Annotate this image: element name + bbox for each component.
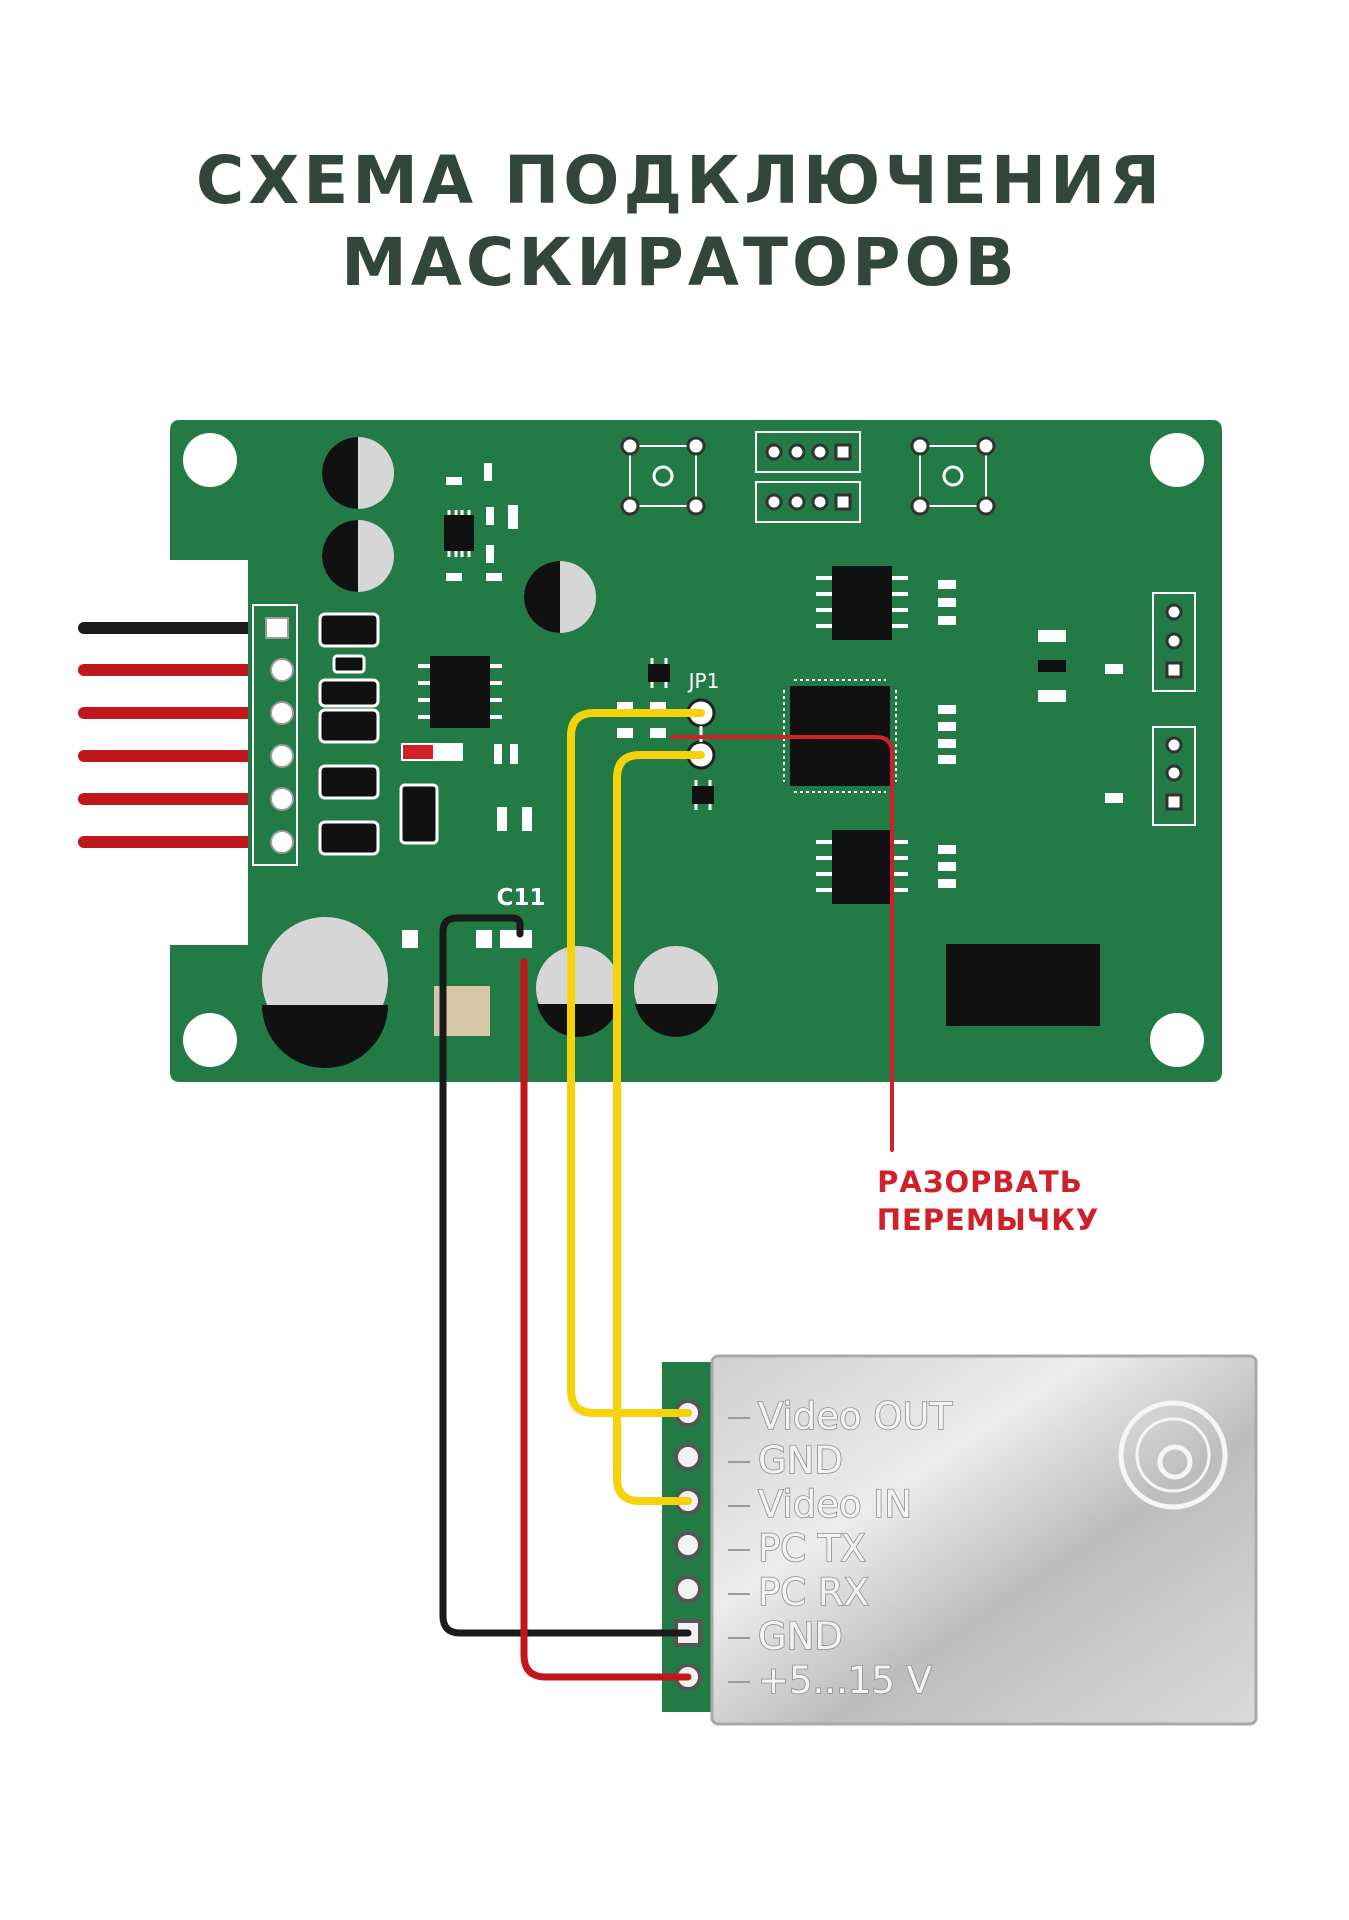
jumper-label: JP1 — [687, 669, 720, 693]
jumper-annotation: РАЗОРВАТЬ ПЕРЕМЫЧКУ — [877, 1165, 1100, 1237]
smd-small-parts — [402, 463, 1123, 948]
ic-soic-upper — [816, 566, 908, 640]
pin-label-ticks — [728, 1417, 750, 1683]
module-pin-labels: Video OUT GND Video IN PC TX PC RX GND +… — [757, 1394, 953, 1703]
brand-logo-icon — [1118, 1400, 1228, 1510]
title-line-2: МАСКИРАТОРОВ — [341, 224, 1019, 301]
annotation-line-2: ПЕРЕМЫЧКУ — [877, 1203, 1100, 1237]
mounting-hole — [1150, 1013, 1204, 1067]
smd-power-parts — [318, 612, 439, 856]
capacitor-mid — [524, 561, 596, 633]
pin-label-video-in: Video IN — [758, 1483, 912, 1526]
pin-label-gnd-1: GND — [758, 1439, 843, 1482]
masker-module: Video OUT GND Video IN PC TX PC RX GND +… — [662, 1354, 1258, 1726]
header-3pin-upper — [1152, 592, 1196, 692]
transistor-bottom — [692, 780, 714, 810]
edge-connector-pins — [265, 617, 294, 854]
transistor-top — [648, 658, 670, 688]
annotation-line-1: РАЗОРВАТЬ — [877, 1165, 1083, 1199]
wire-black-gnd — [439, 914, 692, 1637]
title-line-1: СХЕМА ПОДКЛЮЧЕНИЯ — [196, 142, 1164, 219]
wire-yellow-video-in — [613, 751, 705, 1505]
mounting-hole — [183, 433, 237, 487]
tactile-button-right — [910, 436, 996, 516]
header-4pin-lower — [755, 481, 861, 523]
wire-red-power — [520, 958, 692, 1681]
title: СХЕМА ПОДКЛЮЧЕНИЯ МАСКИРАТОРОВ — [196, 142, 1164, 301]
capacitor-top-1 — [322, 437, 394, 509]
wire-yellow-video-out — [567, 709, 705, 1417]
jumper-break-indicator — [670, 735, 894, 1152]
pin-label-power: +5...15 V — [758, 1659, 932, 1702]
large-pad — [946, 944, 1100, 1026]
connection-wires — [439, 709, 894, 1681]
header-4pin-upper — [755, 431, 861, 473]
pin-label-pc-rx: PC RX — [758, 1571, 869, 1614]
ic-soic-lower — [816, 830, 908, 904]
ic-regulator — [418, 656, 502, 728]
pin-label-gnd-2: GND — [758, 1615, 843, 1658]
pin-label-pc-tx: PC TX — [758, 1527, 866, 1570]
header-3pin-lower — [1152, 726, 1196, 826]
capacitor-bottom-large — [262, 917, 388, 1068]
capacitor-bottom-2 — [536, 946, 620, 1037]
pin-label-video-out: Video OUT — [758, 1395, 953, 1438]
capacitor-bottom-3 — [634, 946, 718, 1037]
capacitor-label: C11 — [497, 885, 546, 911]
ic-small-top — [444, 510, 474, 557]
edge-connector-outline — [252, 604, 298, 866]
capacitor-top-2 — [322, 520, 394, 592]
mounting-hole — [1150, 433, 1204, 487]
mounting-hole — [183, 1013, 237, 1067]
tactile-button-left — [620, 436, 706, 516]
